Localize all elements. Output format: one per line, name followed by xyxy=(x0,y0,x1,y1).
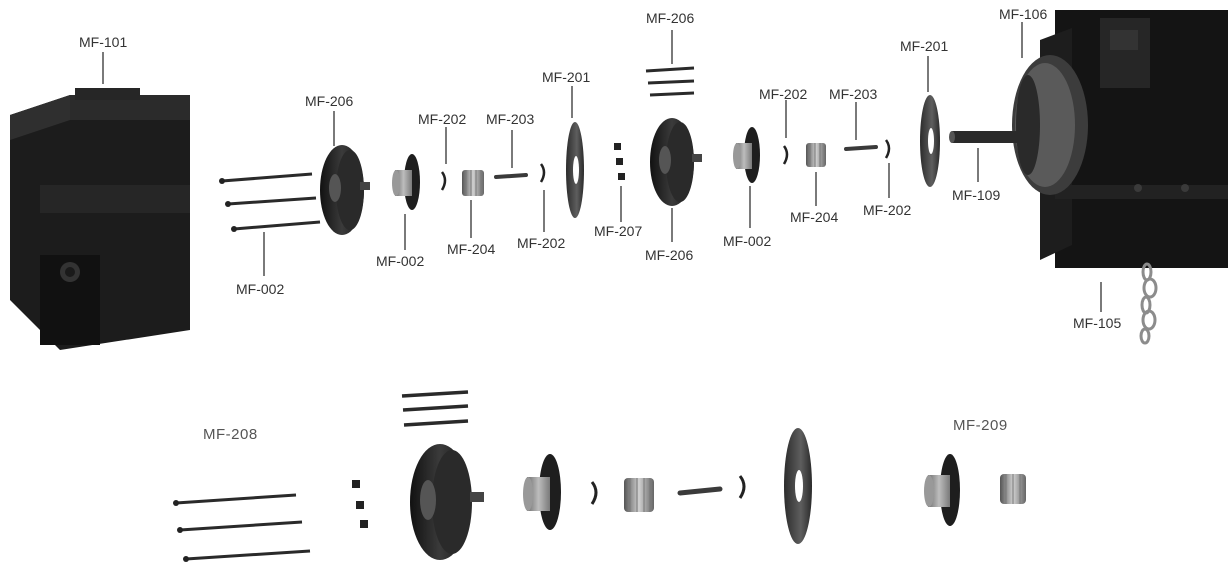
circlip-part xyxy=(738,475,746,499)
brake-housing-part xyxy=(410,444,484,560)
hub-part xyxy=(733,127,760,183)
part-label-mf-101: MF-101 xyxy=(79,34,128,50)
gear-part xyxy=(1000,474,1026,504)
brake-housing-part xyxy=(320,145,370,235)
bolts-part xyxy=(645,66,695,97)
motor-part xyxy=(1012,10,1228,268)
part-label-mf-002: MF-002 xyxy=(723,233,772,249)
friction-washer-part xyxy=(920,95,940,187)
circlip-part xyxy=(590,481,598,505)
chain-part xyxy=(1139,262,1158,345)
brake-housing-part xyxy=(650,118,702,206)
part-label-mf-206: MF-206 xyxy=(305,93,354,109)
nuts-part xyxy=(614,143,625,180)
kit-label-mf-209: MF-209 xyxy=(953,417,1008,434)
circlip-part xyxy=(539,163,546,183)
pin-part xyxy=(844,145,878,151)
kit-label-mf-208: MF-208 xyxy=(203,426,258,443)
part-label-mf-109: MF-109 xyxy=(952,187,1001,203)
part-label-mf-206: MF-206 xyxy=(646,10,695,26)
gear-part xyxy=(806,143,826,167)
friction-washer-part xyxy=(784,428,812,544)
part-label-mf-202: MF-202 xyxy=(759,86,808,102)
hub-part xyxy=(392,154,420,210)
shaft-part xyxy=(949,131,1028,143)
hub-part xyxy=(523,454,561,530)
bolts-part xyxy=(401,390,469,427)
part-label-mf-203: MF-203 xyxy=(829,86,878,102)
part-label-mf-204: MF-204 xyxy=(447,241,496,257)
part-label-mf-201: MF-201 xyxy=(900,38,949,54)
part-label-mf-203: MF-203 xyxy=(486,111,535,127)
bolts-part xyxy=(173,493,311,562)
circlip-part xyxy=(782,145,789,165)
circlip-part xyxy=(440,171,447,191)
part-label-mf-002: MF-002 xyxy=(376,253,425,269)
part-label-mf-204: MF-204 xyxy=(790,209,839,225)
hub-part xyxy=(924,454,960,526)
pin-part xyxy=(677,486,723,496)
pin-part xyxy=(494,173,528,179)
part-label-mf-202: MF-202 xyxy=(863,202,912,218)
part-label-mf-105: MF-105 xyxy=(1073,315,1122,331)
gear-part xyxy=(624,478,654,512)
part-label-mf-002: MF-002 xyxy=(236,281,285,297)
gear-part xyxy=(462,170,484,196)
part-label-mf-202: MF-202 xyxy=(517,235,566,251)
friction-washer-part xyxy=(566,122,584,218)
part-label-mf-106: MF-106 xyxy=(999,6,1048,22)
nuts-part xyxy=(352,480,368,528)
bolts-part xyxy=(219,172,321,232)
part-label-mf-201: MF-201 xyxy=(542,69,591,85)
part-label-mf-207: MF-207 xyxy=(594,223,643,239)
part-label-mf-202: MF-202 xyxy=(418,111,467,127)
part-label-mf-206: MF-206 xyxy=(645,247,694,263)
end-cover-part xyxy=(10,88,190,350)
circlip-part xyxy=(884,139,891,159)
